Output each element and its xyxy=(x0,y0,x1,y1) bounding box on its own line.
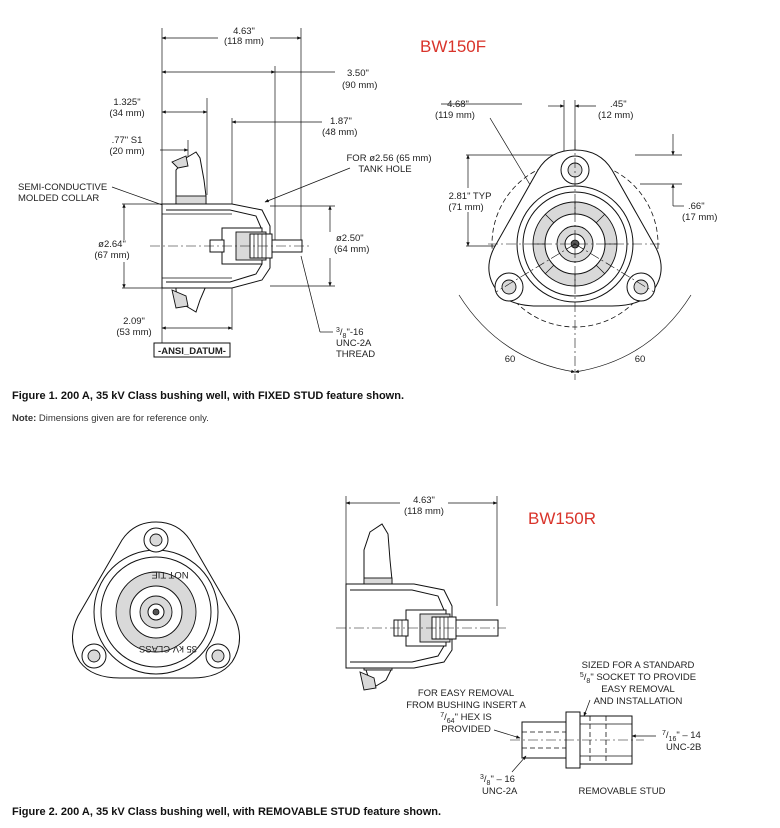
thread-line2: UNC-2A xyxy=(336,338,372,349)
thread-line1: 3/8"-16 xyxy=(336,327,364,340)
dim-468-mm: (119 mm) xyxy=(435,110,475,121)
fig1-side-view: 4.63" (118 mm) 3.50" (90 mm) 1.325" (34 … xyxy=(18,26,432,360)
dim-77-mm: (20 mm) xyxy=(109,146,144,157)
angle-right: 60 xyxy=(635,354,646,365)
dim-45-mm: (12 mm) xyxy=(598,110,633,121)
note-label: Note: xyxy=(12,413,37,424)
hex-line3: 7/64" HEX IS xyxy=(440,712,492,725)
hex-line1: FOR EASY REMOVAL xyxy=(418,688,514,699)
dim-264-mm: (67 mm) xyxy=(94,250,129,261)
collar-line1: SEMI-CONDUCTIVE xyxy=(18,182,107,193)
socket-line4: AND INSTALLATION xyxy=(594,696,683,707)
socket-line2: 5/8" SOCKET TO PROVIDE xyxy=(580,672,696,685)
hex-line2: FROM BUSHING INSERT A xyxy=(406,700,526,711)
fig2-dim-overall-mm: (118 mm) xyxy=(404,506,444,517)
socket-line3: EASY REMOVAL xyxy=(601,684,675,695)
tank-hole-line1: FOR ø2.56 (65 mm) xyxy=(347,153,432,164)
stud-detail: SIZED FOR A STANDARD 5/8" SOCKET TO PROV… xyxy=(406,660,701,797)
dim-350-in: 3.50" xyxy=(347,68,369,79)
fig2-dim-overall-in: 4.63" xyxy=(413,495,435,506)
dim-281-mm: (71 mm) xyxy=(448,202,483,213)
fig2-front-view: NOT TIE 35 kV CLASS xyxy=(72,521,240,679)
fig2-front-text2: 35 kV CLASS xyxy=(139,643,197,654)
dim-281-in: 2.81" TYP xyxy=(449,191,492,202)
socket-line1: SIZED FOR A STANDARD xyxy=(582,660,695,671)
dim-209-mm: (53 mm) xyxy=(116,327,151,338)
tank-hole-line2: TANK HOLE xyxy=(358,164,411,175)
dim-468-in: 4.68" xyxy=(447,99,469,110)
dim-66-mm: (17 mm) xyxy=(682,212,717,223)
dim-1325-mm: (34 mm) xyxy=(109,108,144,119)
dim-264-in: ø2.64" xyxy=(98,239,126,250)
thread-line3: THREAD xyxy=(336,349,375,360)
model-tag-bw150r: BW150R xyxy=(528,509,596,528)
fig2-front-text1: NOT TIE xyxy=(151,569,188,580)
model-tag-bw150f: BW150F xyxy=(420,37,486,56)
collar-line2: MOLDED COLLAR xyxy=(18,193,99,204)
figure1-caption: Figure 1. 200 A, 35 kV Class bushing wel… xyxy=(12,390,405,402)
dim-overall-in: 4.63" xyxy=(233,26,255,37)
hex-line4: PROVIDED xyxy=(441,724,491,735)
dim-187-mm: (48 mm) xyxy=(322,127,357,138)
right-thread-line2: UNC-2B xyxy=(666,742,701,753)
figure1-note: Note: Dimensions given are for reference… xyxy=(12,413,209,424)
dim-209-in: 2.09" xyxy=(123,316,145,327)
dim-1325-in: 1.325" xyxy=(113,97,140,108)
dim-77-in: .77" S1 xyxy=(112,135,143,146)
removable-stud-label: REMOVABLE STUD xyxy=(579,786,666,797)
angle-left: 60 xyxy=(505,354,516,365)
dim-187-in: 1.87" xyxy=(330,116,352,127)
note-text: Dimensions given are for reference only. xyxy=(38,413,209,424)
dim-250-mm: (64 mm) xyxy=(334,244,369,255)
dim-350-mm: (90 mm) xyxy=(342,80,377,91)
left-thread-line1: 3/8" – 16 xyxy=(480,774,515,787)
fig1-front-view: BW150F 4.68" (119 mm) .45" (12 mm) 2.81"… xyxy=(420,37,717,380)
dim-250-in: ø2.50" xyxy=(336,233,364,244)
dim-66-in: .66" xyxy=(688,201,705,212)
dim-overall-mm: (118 mm) xyxy=(224,36,264,47)
figure2-caption: Figure 2. 200 A, 35 kV Class bushing wel… xyxy=(12,806,442,818)
dim-45-in: .45" xyxy=(610,99,627,110)
ansi-datum: -ANSI_DATUM- xyxy=(158,346,226,357)
fig2-side-view: BW150R 4.63" (118 mm) xyxy=(336,495,596,691)
left-thread-line2: UNC-2A xyxy=(482,786,518,797)
right-thread-line1: 7/16" – 14 xyxy=(662,730,701,743)
